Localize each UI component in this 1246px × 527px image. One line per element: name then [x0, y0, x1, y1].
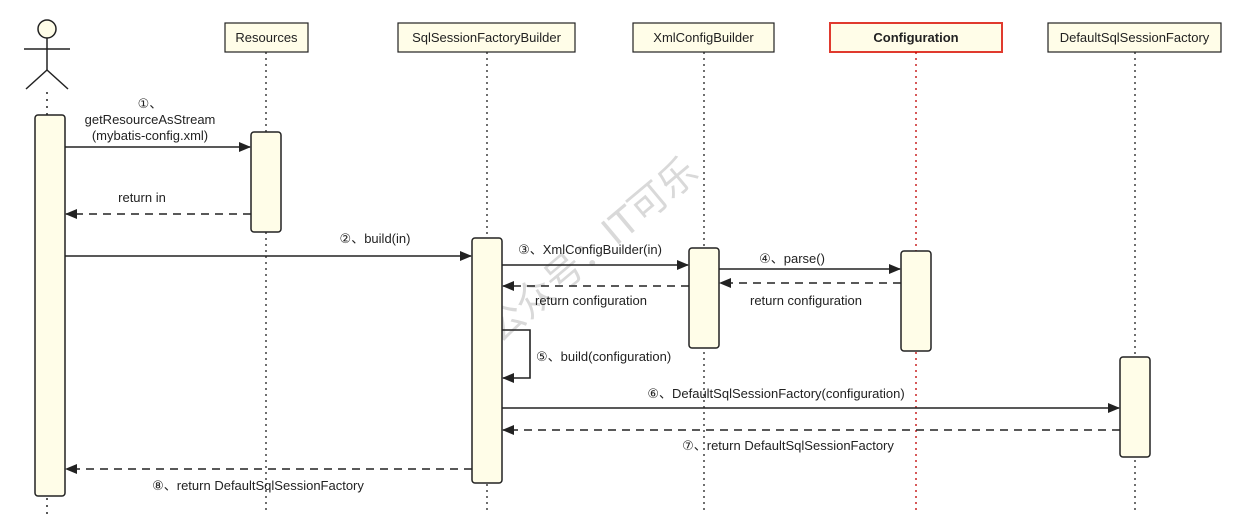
- return-configuration-label-1: return configuration: [535, 293, 647, 308]
- participant-label-resources: Resources: [235, 30, 298, 45]
- participant-defaultsqlsessionfactory: DefaultSqlSessionFactory: [1047, 22, 1222, 53]
- message-3-xmlconfigbuilder: ③、XmlConfigBuilder(in): [502, 242, 689, 270]
- return-in-label: return in: [118, 190, 166, 205]
- participant-xmlconfigbuilder: XmlConfigBuilder: [632, 22, 775, 53]
- return-8-defaultsqlsessionfactory: ⑧、return DefaultSqlSessionFactory: [65, 464, 472, 493]
- participant-resources: Resources: [224, 22, 309, 53]
- return-configuration-to-xmlconfigbuilder: return configuration: [719, 278, 901, 308]
- message-1-getresourceasstream: ①、 getResourceAsStream (mybatis-config.x…: [65, 96, 251, 152]
- return-7-defaultsqlsessionfactory: ⑦、return DefaultSqlSessionFactory: [502, 425, 1120, 453]
- message-1-label-line-3: (mybatis-config.xml): [92, 128, 208, 143]
- actor-stick-figure-icon: [24, 19, 70, 90]
- message-3-label: ③、XmlConfigBuilder(in): [518, 242, 662, 257]
- participant-label-configuration: Configuration: [873, 30, 958, 45]
- participant-label-xmlconfigbuilder: XmlConfigBuilder: [653, 30, 754, 45]
- activation-defaultsqlsessionfactory: [1119, 356, 1151, 458]
- message-4-label: ④、parse(): [759, 251, 825, 266]
- activation-resources: [250, 131, 282, 233]
- message-5-label: ⑤、build(configuration): [536, 349, 671, 364]
- return-in: return in: [65, 190, 251, 219]
- activation-actor: [34, 114, 66, 497]
- return-configuration-label-2: return configuration: [750, 293, 862, 308]
- activation-xmlconfigbuilder: [688, 247, 720, 349]
- return-8-label: ⑧、return DefaultSqlSessionFactory: [152, 478, 364, 493]
- message-2-label: ②、build(in): [340, 231, 411, 246]
- return-7-label: ⑦、return DefaultSqlSessionFactory: [682, 438, 894, 453]
- message-1-label-line-2: getResourceAsStream: [85, 112, 216, 127]
- message-5-self-build: ⑤、build(configuration): [502, 329, 671, 383]
- message-2-build-in: ②、build(in): [65, 231, 472, 261]
- message-6-label: ⑥、DefaultSqlSessionFactory(configuration…: [647, 386, 904, 401]
- participant-label-sqlsessionfactorybuilder: SqlSessionFactoryBuilder: [412, 30, 562, 45]
- participant-label-defaultsqlsessionfactory: DefaultSqlSessionFactory: [1060, 30, 1210, 45]
- message-6-defaultsqlsessionfactory: ⑥、DefaultSqlSessionFactory(configuration…: [502, 386, 1120, 413]
- message-1-label-line-1: ①、: [138, 96, 163, 111]
- return-configuration-to-builder: return configuration: [502, 281, 689, 308]
- activation-sqlsessionfactorybuilder: [471, 237, 503, 484]
- participant-sqlsessionfactorybuilder: SqlSessionFactoryBuilder: [397, 22, 576, 53]
- activation-configuration: [900, 250, 932, 352]
- participant-configuration: Configuration: [829, 22, 1003, 53]
- message-4-parse: ④、parse(): [719, 251, 901, 274]
